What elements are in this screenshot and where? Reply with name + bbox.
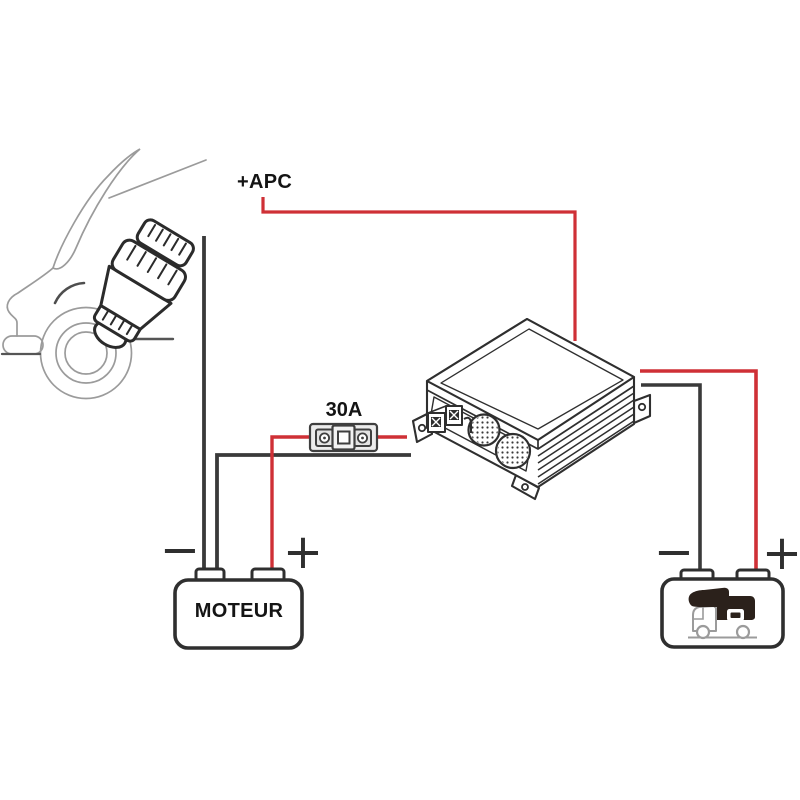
car-bumper bbox=[2, 335, 44, 355]
charger-lid-skirt bbox=[426, 377, 635, 450]
dc-dc-charger-icon bbox=[411, 317, 652, 501]
charger-terminal-block bbox=[427, 405, 472, 433]
apc-positive-wire bbox=[261, 197, 577, 341]
plug-band-large-ribs bbox=[126, 244, 178, 286]
plug-collar-ribs bbox=[101, 308, 135, 336]
starter-battery-minus-sign: − bbox=[159, 522, 201, 578]
charger-output-negative-wire bbox=[641, 383, 702, 572]
camper-wheel-front bbox=[695, 624, 711, 640]
charger-wire-clip bbox=[463, 416, 472, 433]
plug-band-top-ribs bbox=[147, 224, 187, 256]
camper-van-icon bbox=[688, 587, 757, 640]
alternator-plug-icon bbox=[92, 218, 195, 349]
starter-battery-plus-sign: + bbox=[282, 524, 324, 580]
charger-screw-hole-left bbox=[417, 423, 427, 433]
charger-fins bbox=[537, 392, 635, 485]
charger-input-negative-wire bbox=[215, 453, 411, 572]
starter-battery-body bbox=[173, 578, 304, 650]
charger-fan-grille-2-mesh bbox=[497, 435, 529, 467]
leisure-battery-minus-sign: − bbox=[653, 524, 695, 580]
fuse-screw-left-dot bbox=[323, 436, 326, 440]
charger-screw-hole-front bbox=[521, 483, 529, 491]
fuse-rating-label: 30A bbox=[325, 399, 363, 421]
fuse-holder-icon bbox=[308, 422, 379, 453]
starter-positive-wire bbox=[270, 435, 312, 572]
car-fender-line bbox=[6, 267, 54, 337]
charger-lid-rim bbox=[440, 328, 624, 430]
starter-battery-icon bbox=[173, 567, 304, 650]
apc-label: +APC bbox=[237, 171, 293, 193]
car-front-icon bbox=[0, 148, 207, 400]
camper-cab-windshield bbox=[693, 607, 704, 620]
fuse-screw-right-dot bbox=[361, 436, 364, 440]
charger-screw-hole-right bbox=[637, 402, 647, 412]
car-windshield-line bbox=[108, 159, 207, 199]
car-wheel-arch bbox=[53, 281, 86, 305]
car-wheel-mid bbox=[55, 322, 117, 384]
camper-window-inner bbox=[730, 612, 741, 618]
starter-battery-label: MOTEUR bbox=[194, 600, 284, 622]
car-wheel-inner bbox=[64, 331, 108, 375]
charger-output-positive-wire bbox=[640, 369, 758, 572]
camper-wheel-rear bbox=[735, 624, 751, 640]
fuse-element-window bbox=[337, 430, 351, 445]
leisure-battery-plus-sign: + bbox=[761, 525, 800, 581]
charger-fan-grille-1-mesh bbox=[470, 416, 498, 444]
